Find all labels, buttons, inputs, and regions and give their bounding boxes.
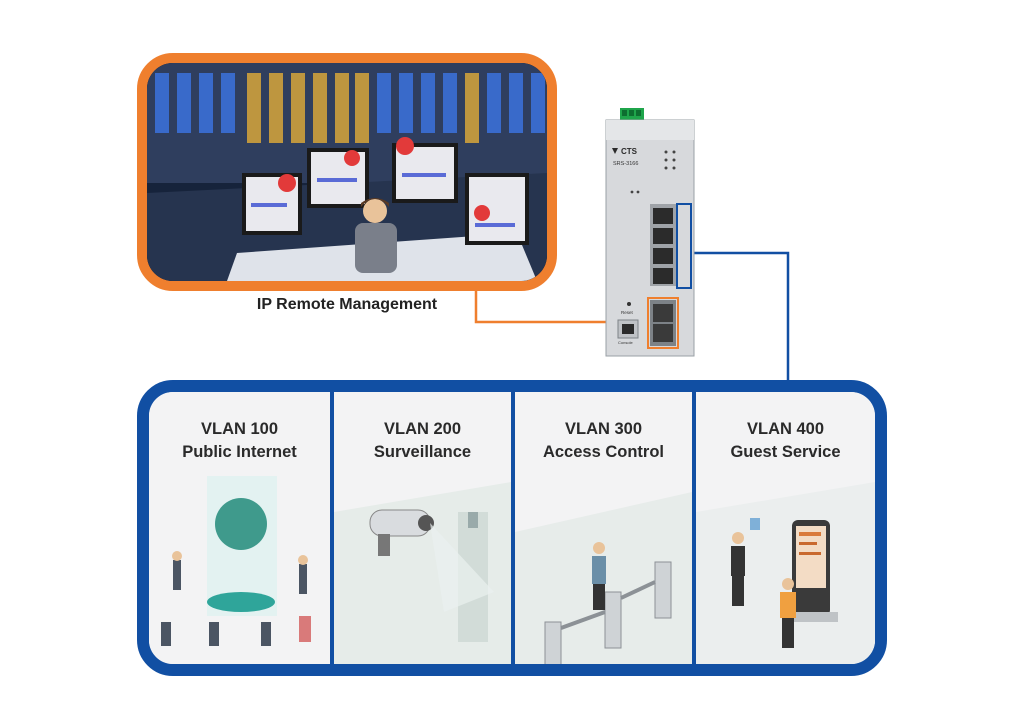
vlan-400-name: Guest Service [730, 443, 841, 461]
control-room-scene [147, 63, 547, 281]
access-control-illustration [515, 492, 692, 664]
vlan-200-id: VLAN 200 [383, 420, 462, 438]
management-caption: IP Remote Management [256, 296, 438, 313]
security-camera-icon [369, 509, 434, 556]
panel-divider [511, 392, 515, 664]
vlan-300-title: VLAN 300 Access Control [515, 418, 692, 464]
vlan-panel-400: VLAN 400 Guest Service [696, 392, 875, 664]
reset-button [627, 302, 631, 306]
vlan-100-title: VLAN 100 Public Internet [149, 418, 330, 464]
vlan-panel-300: VLAN 300 Access Control [515, 392, 692, 664]
operator-figure [355, 198, 397, 273]
monitor-wall [242, 137, 529, 245]
turnstile-gates [544, 561, 672, 664]
vlan-trunk-link [690, 251, 790, 382]
vlan-panel-200: VLAN 200 Surveillance [334, 392, 511, 664]
console-label: Console [618, 340, 633, 345]
guard-figure [592, 542, 606, 610]
sfp-ports [650, 300, 676, 346]
guest-service-illustration [696, 482, 875, 664]
svg-text:CTS: CTS [621, 147, 638, 156]
card-reader-icon [468, 512, 478, 528]
reset-label: Reset [621, 310, 634, 315]
vlan-200-title: VLAN 200 Surveillance [334, 418, 511, 464]
model-label: SRS-3166 [613, 161, 638, 167]
staff-figure [731, 518, 760, 606]
panel-divider [330, 392, 334, 664]
public-internet-illustration [161, 476, 311, 646]
ethernet-ports [650, 204, 676, 286]
vlan-frame: VLAN 100 Public Internet VLAN 200 Survei… [137, 380, 887, 676]
industrial-switch: CTS SRS-3166 Reset Console [604, 108, 698, 358]
info-sign-icon [750, 518, 760, 530]
vlan-200-name: Surveillance [373, 443, 472, 461]
vlan-300-name: Access Control [542, 443, 665, 461]
brand-logo: CTS [612, 147, 638, 156]
globe-icon [215, 498, 267, 550]
guest-figure [780, 578, 796, 648]
vlan-panel-100: VLAN 100 Public Internet [149, 392, 330, 664]
vlan-100-name: Public Internet [182, 443, 297, 461]
vlan-100-id: VLAN 100 [200, 420, 279, 438]
kiosk-icon [782, 520, 838, 622]
panel-divider [692, 392, 696, 664]
management-illustration [137, 53, 557, 291]
vlan-400-id: VLAN 400 [746, 420, 825, 438]
vlan-400-title: VLAN 400 Guest Service [696, 418, 875, 464]
vlan-300-id: VLAN 300 [564, 420, 643, 438]
surveillance-illustration [334, 482, 511, 664]
